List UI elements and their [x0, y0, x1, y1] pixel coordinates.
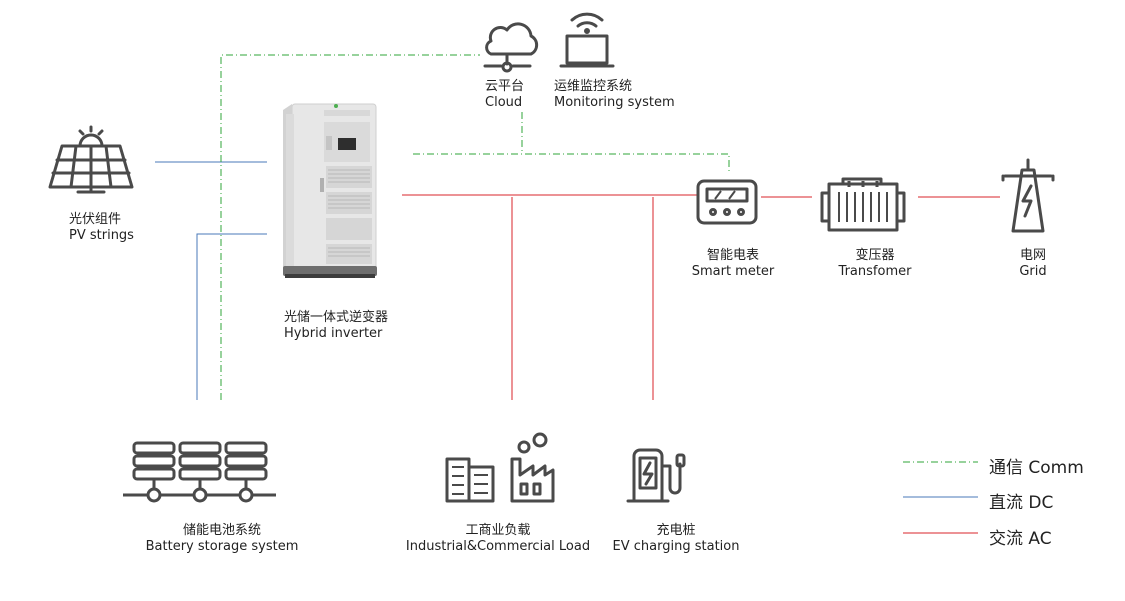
- load-label-cn: 工商业负载: [465, 523, 531, 538]
- transformer-label: 变压器 Transfomer: [839, 248, 912, 280]
- transformer-label-cn: 变压器: [855, 248, 895, 263]
- battery-label: 储能电池系统 Battery storage system: [146, 523, 299, 555]
- laptop-wifi-icon: [559, 12, 615, 68]
- grid-label: 电网 Grid: [1019, 248, 1046, 280]
- meter-icon: [696, 179, 758, 225]
- legend-label-comm: 通信 Comm: [989, 458, 1084, 478]
- transformer-label-en: Transfomer: [838, 264, 912, 279]
- pv-label-en: PV strings: [69, 228, 134, 243]
- inverter-label-cn: 光储一体式逆变器: [284, 310, 389, 325]
- transformer-icon: [820, 177, 906, 232]
- monitoring-label: 运维监控系统 Monitoring system: [554, 79, 675, 111]
- dc-line-battery: [196, 233, 267, 400]
- legend-label-dc: 直流 DC: [989, 493, 1054, 513]
- ev-charger-icon: [626, 448, 686, 503]
- ev-label-cn: 充电桩: [656, 523, 696, 538]
- ac-lines: [402, 194, 1000, 400]
- monitoring-label-cn: 运维监控系统: [554, 79, 633, 94]
- meter-label-cn: 智能电表: [706, 248, 759, 263]
- load-label: 工商业负载 Industrial&Commercial Load: [406, 523, 590, 555]
- pv-label: 光伏组件 PV strings: [69, 212, 134, 244]
- hybrid-inverter-cabinet: [283, 103, 377, 278]
- cloud-label-cn: 云平台: [485, 79, 525, 94]
- inverter-label: 光储一体式逆变器 Hybrid inverter: [284, 310, 388, 342]
- grid-label-en: Grid: [1019, 264, 1047, 279]
- cloud-label-en: Cloud: [485, 95, 523, 110]
- comm-line-inverter-meter: [413, 153, 730, 172]
- legend-label-ac: 交流 AC: [989, 529, 1052, 549]
- ev-label-en: EV charging station: [612, 539, 740, 554]
- battery-label-cn: 储能电池系统: [182, 523, 262, 538]
- battery-label-en: Battery storage system: [145, 539, 299, 554]
- solar-panel-icon: [48, 125, 134, 194]
- load-label-en: Industrial&Commercial Load: [405, 539, 591, 554]
- legend: [903, 461, 978, 534]
- comm-line-battery-cloud: [220, 54, 480, 400]
- cloud-label: 云平台 Cloud: [485, 79, 524, 111]
- meter-label-en: Smart meter: [691, 264, 775, 279]
- ev-label: 充电桩 EV charging station: [613, 523, 740, 555]
- grid-label-cn: 电网: [1019, 248, 1047, 263]
- meter-label: 智能电表 Smart meter: [692, 248, 775, 280]
- factory-icon: [445, 432, 555, 503]
- dc-lines: [155, 161, 267, 400]
- comm-lines: [220, 54, 730, 400]
- monitoring-label-en: Monitoring system: [554, 95, 675, 110]
- transmission-tower-icon: [1001, 158, 1055, 233]
- cloud-icon: [483, 22, 539, 73]
- pv-label-cn: 光伏组件: [69, 212, 122, 227]
- inverter-label-en: Hybrid inverter: [284, 326, 383, 341]
- battery-rack-icon: [123, 441, 276, 503]
